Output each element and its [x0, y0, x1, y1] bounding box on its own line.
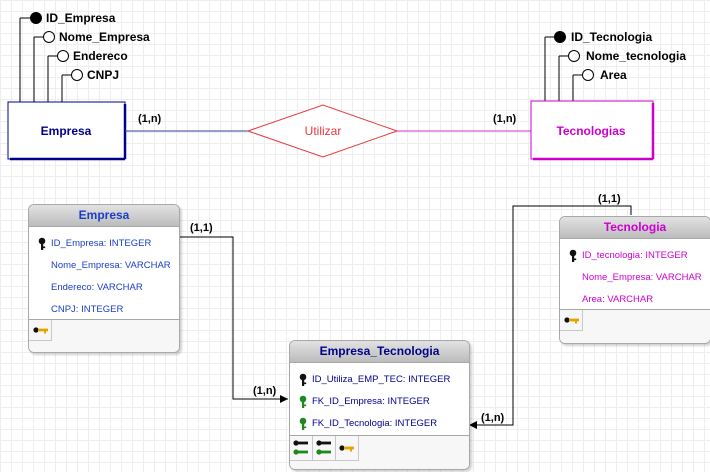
- column-fk-id-tecnologia: FK_ID_Tecnologia: INTEGER: [312, 418, 438, 429]
- column-endereco: Endereco: VARCHAR: [51, 282, 143, 293]
- table-tecnologia-title: Tecnologia: [560, 217, 710, 239]
- attribute-circle-icon: [57, 50, 69, 62]
- table-empresa-title: Empresa: [29, 205, 179, 227]
- key-icon: [38, 237, 46, 250]
- attribute-circle-icon: [71, 69, 83, 81]
- foreign-key-icon: [299, 417, 307, 430]
- table-empresa-tecnologia-row[interactable]: FK_ID_Tecnologia: INTEGER: [290, 413, 469, 435]
- table-empresa-row[interactable]: ID_Empresa: INTEGER: [29, 233, 179, 255]
- column-area: Area: VARCHAR: [582, 294, 654, 305]
- table-tecnologia[interactable]: Tecnologia ID_tecnologia: INTEGER Nome_E…: [559, 216, 710, 344]
- cardinality-empresa-target: (1,n): [253, 385, 277, 397]
- attr-endereco: Endereco: [73, 49, 128, 63]
- attr-cnpj: CNPJ: [87, 68, 119, 82]
- table-empresa-row[interactable]: Endereco: VARCHAR: [29, 277, 179, 299]
- column-nome-empresa: Nome_Empresa: VARCHAR: [51, 260, 171, 271]
- column-cnpj: CNPJ: INTEGER: [51, 304, 124, 315]
- table-tecnologia-row[interactable]: ID_tecnologia: INTEGER: [560, 245, 710, 267]
- table-empresa-tecnologia[interactable]: Empresa_Tecnologia ID_Utiliza_EMP_TEC: I…: [289, 340, 470, 470]
- table-tecnologia-row[interactable]: Area: VARCHAR: [560, 289, 710, 311]
- table-empresa-tecnologia-row[interactable]: ID_Utiliza_EMP_TEC: INTEGER: [290, 369, 469, 391]
- table-empresa-tecnologia-index-bar: [290, 435, 469, 469]
- attr-nome-tecnologia: Nome_tecnologia: [586, 49, 686, 63]
- attr-area: Area: [600, 68, 627, 82]
- key-index-icon: [339, 445, 354, 452]
- table-tecnologia-index-bar: [560, 309, 710, 343]
- empresa-attribute-lines: [19, 17, 71, 102]
- attribute-circle-icon: [582, 69, 594, 81]
- table-tecnologia-row[interactable]: Nome_Empresa: VARCHAR: [560, 267, 710, 289]
- entity-empresa-title: Empresa: [41, 124, 92, 138]
- arrow-head-empresa: [280, 395, 288, 403]
- column-id-tecnologia: ID_tecnologia: INTEGER: [582, 250, 688, 261]
- table-empresa-row[interactable]: Nome_Empresa: VARCHAR: [29, 255, 179, 277]
- relationship-utilizar[interactable]: Utilizar: [246, 104, 399, 158]
- column-id-utiliza-emp-tec: ID_Utiliza_EMP_TEC: INTEGER: [312, 374, 451, 385]
- table-empresa-index-bar: [29, 319, 179, 352]
- table-empresa-tecnologia-title: Empresa_Tecnologia: [290, 341, 469, 363]
- key-index-icon: [564, 317, 579, 324]
- key-icon: [299, 373, 307, 386]
- foreign-key-index-icon: [316, 440, 331, 455]
- identifier-filled-circle-icon: [554, 31, 566, 43]
- attribute-circle-icon: [43, 31, 55, 43]
- attr-id-tecnologia: ID_Tecnologia: [571, 30, 652, 44]
- tecnologias-attribute-lines: [544, 36, 582, 101]
- relationship-label: Utilizar: [305, 124, 342, 138]
- attribute-circle-icon: [568, 50, 580, 62]
- table-empresa[interactable]: Empresa ID_Empresa: INTEGER Nome_Empresa…: [28, 204, 180, 353]
- column-fk-id-empresa: FK_ID_Empresa: INTEGER: [312, 396, 430, 407]
- connector-empresa: [179, 236, 288, 400]
- foreign-key-icon: [299, 395, 307, 408]
- foreign-key-index-icon: [293, 440, 308, 455]
- entity-empresa[interactable]: Empresa: [7, 101, 127, 161]
- key-index-icon: [33, 327, 48, 334]
- entity-tecnologias[interactable]: Tecnologias: [530, 100, 655, 161]
- cardinality-tecnologia-target: (1,n): [481, 412, 505, 424]
- cardinality-empresa-source: (1,1): [190, 222, 213, 234]
- entity-tecnologias-title: Tecnologias: [556, 124, 625, 138]
- arrow-head-tecnologia: [469, 421, 477, 429]
- cardinality-tecnologias: (1,n): [493, 113, 517, 125]
- column-nome-empresa: Nome_Empresa: VARCHAR: [582, 272, 702, 283]
- attr-nome-empresa: Nome_Empresa: [59, 30, 150, 44]
- table-empresa-tecnologia-row[interactable]: FK_ID_Empresa: INTEGER: [290, 391, 469, 413]
- identifier-filled-circle-icon: [30, 12, 42, 24]
- connector-tecnologia: [469, 205, 632, 426]
- attr-id-empresa: ID_Empresa: [46, 11, 116, 25]
- cardinality-tecnologia-source: (1,1): [598, 193, 621, 205]
- column-id-empresa: ID_Empresa: INTEGER: [51, 238, 152, 249]
- key-icon: [569, 249, 577, 262]
- table-empresa-row[interactable]: CNPJ: INTEGER: [29, 299, 179, 321]
- cardinality-empresa: (1,n): [138, 113, 162, 125]
